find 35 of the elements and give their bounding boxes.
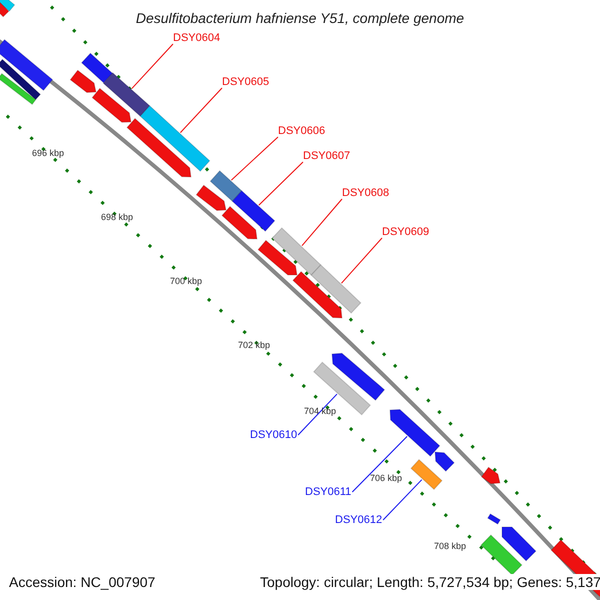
gene-label: DSY0609 <box>382 226 430 238</box>
gene-label: DSY0608 <box>342 187 390 199</box>
scale-label: 706 kbp <box>370 473 402 483</box>
title: Desulfitobacterium hafniense Y51, complete genome <box>136 10 464 26</box>
gene-block <box>272 227 322 276</box>
gene-block <box>140 105 210 172</box>
leader-line <box>382 479 422 520</box>
gene-label: DSY0605 <box>222 76 270 88</box>
gene-block <box>389 409 440 457</box>
gene-label: DSY0607 <box>303 150 350 162</box>
gene-block <box>232 190 276 232</box>
scale-label: 698 kbp <box>101 212 134 222</box>
gene-label: DSY0610 <box>250 429 298 441</box>
gene-block <box>210 170 242 202</box>
gene-label: DSY0612 <box>335 514 382 526</box>
leader-line <box>298 394 338 436</box>
leader-line <box>230 136 278 181</box>
leader-line <box>258 162 304 206</box>
scale-label: 704 kbp <box>304 406 336 416</box>
leader-line <box>131 44 174 90</box>
scale-label: 696 kbp <box>32 148 64 158</box>
scale-label: 700 kbp <box>170 276 202 286</box>
leader-line <box>341 238 382 284</box>
leader-line <box>302 198 342 246</box>
gene-block <box>102 72 150 117</box>
gene-label: DSY0611 <box>305 486 352 498</box>
gene-block <box>310 264 362 314</box>
gene-label: DSY0606 <box>278 125 326 137</box>
scale-label: 702 kbp <box>238 340 270 350</box>
footer-text: Accession: NC_007907 <box>9 574 156 590</box>
scale-label: 708 kbp <box>434 541 466 551</box>
leader-line <box>352 436 408 492</box>
gene-label: DSY0604 <box>173 32 220 44</box>
leader-line <box>180 88 222 134</box>
footer-text: Topology: circular; Length: 5,727,534 bp; Genes: 5,137 <box>260 574 600 590</box>
